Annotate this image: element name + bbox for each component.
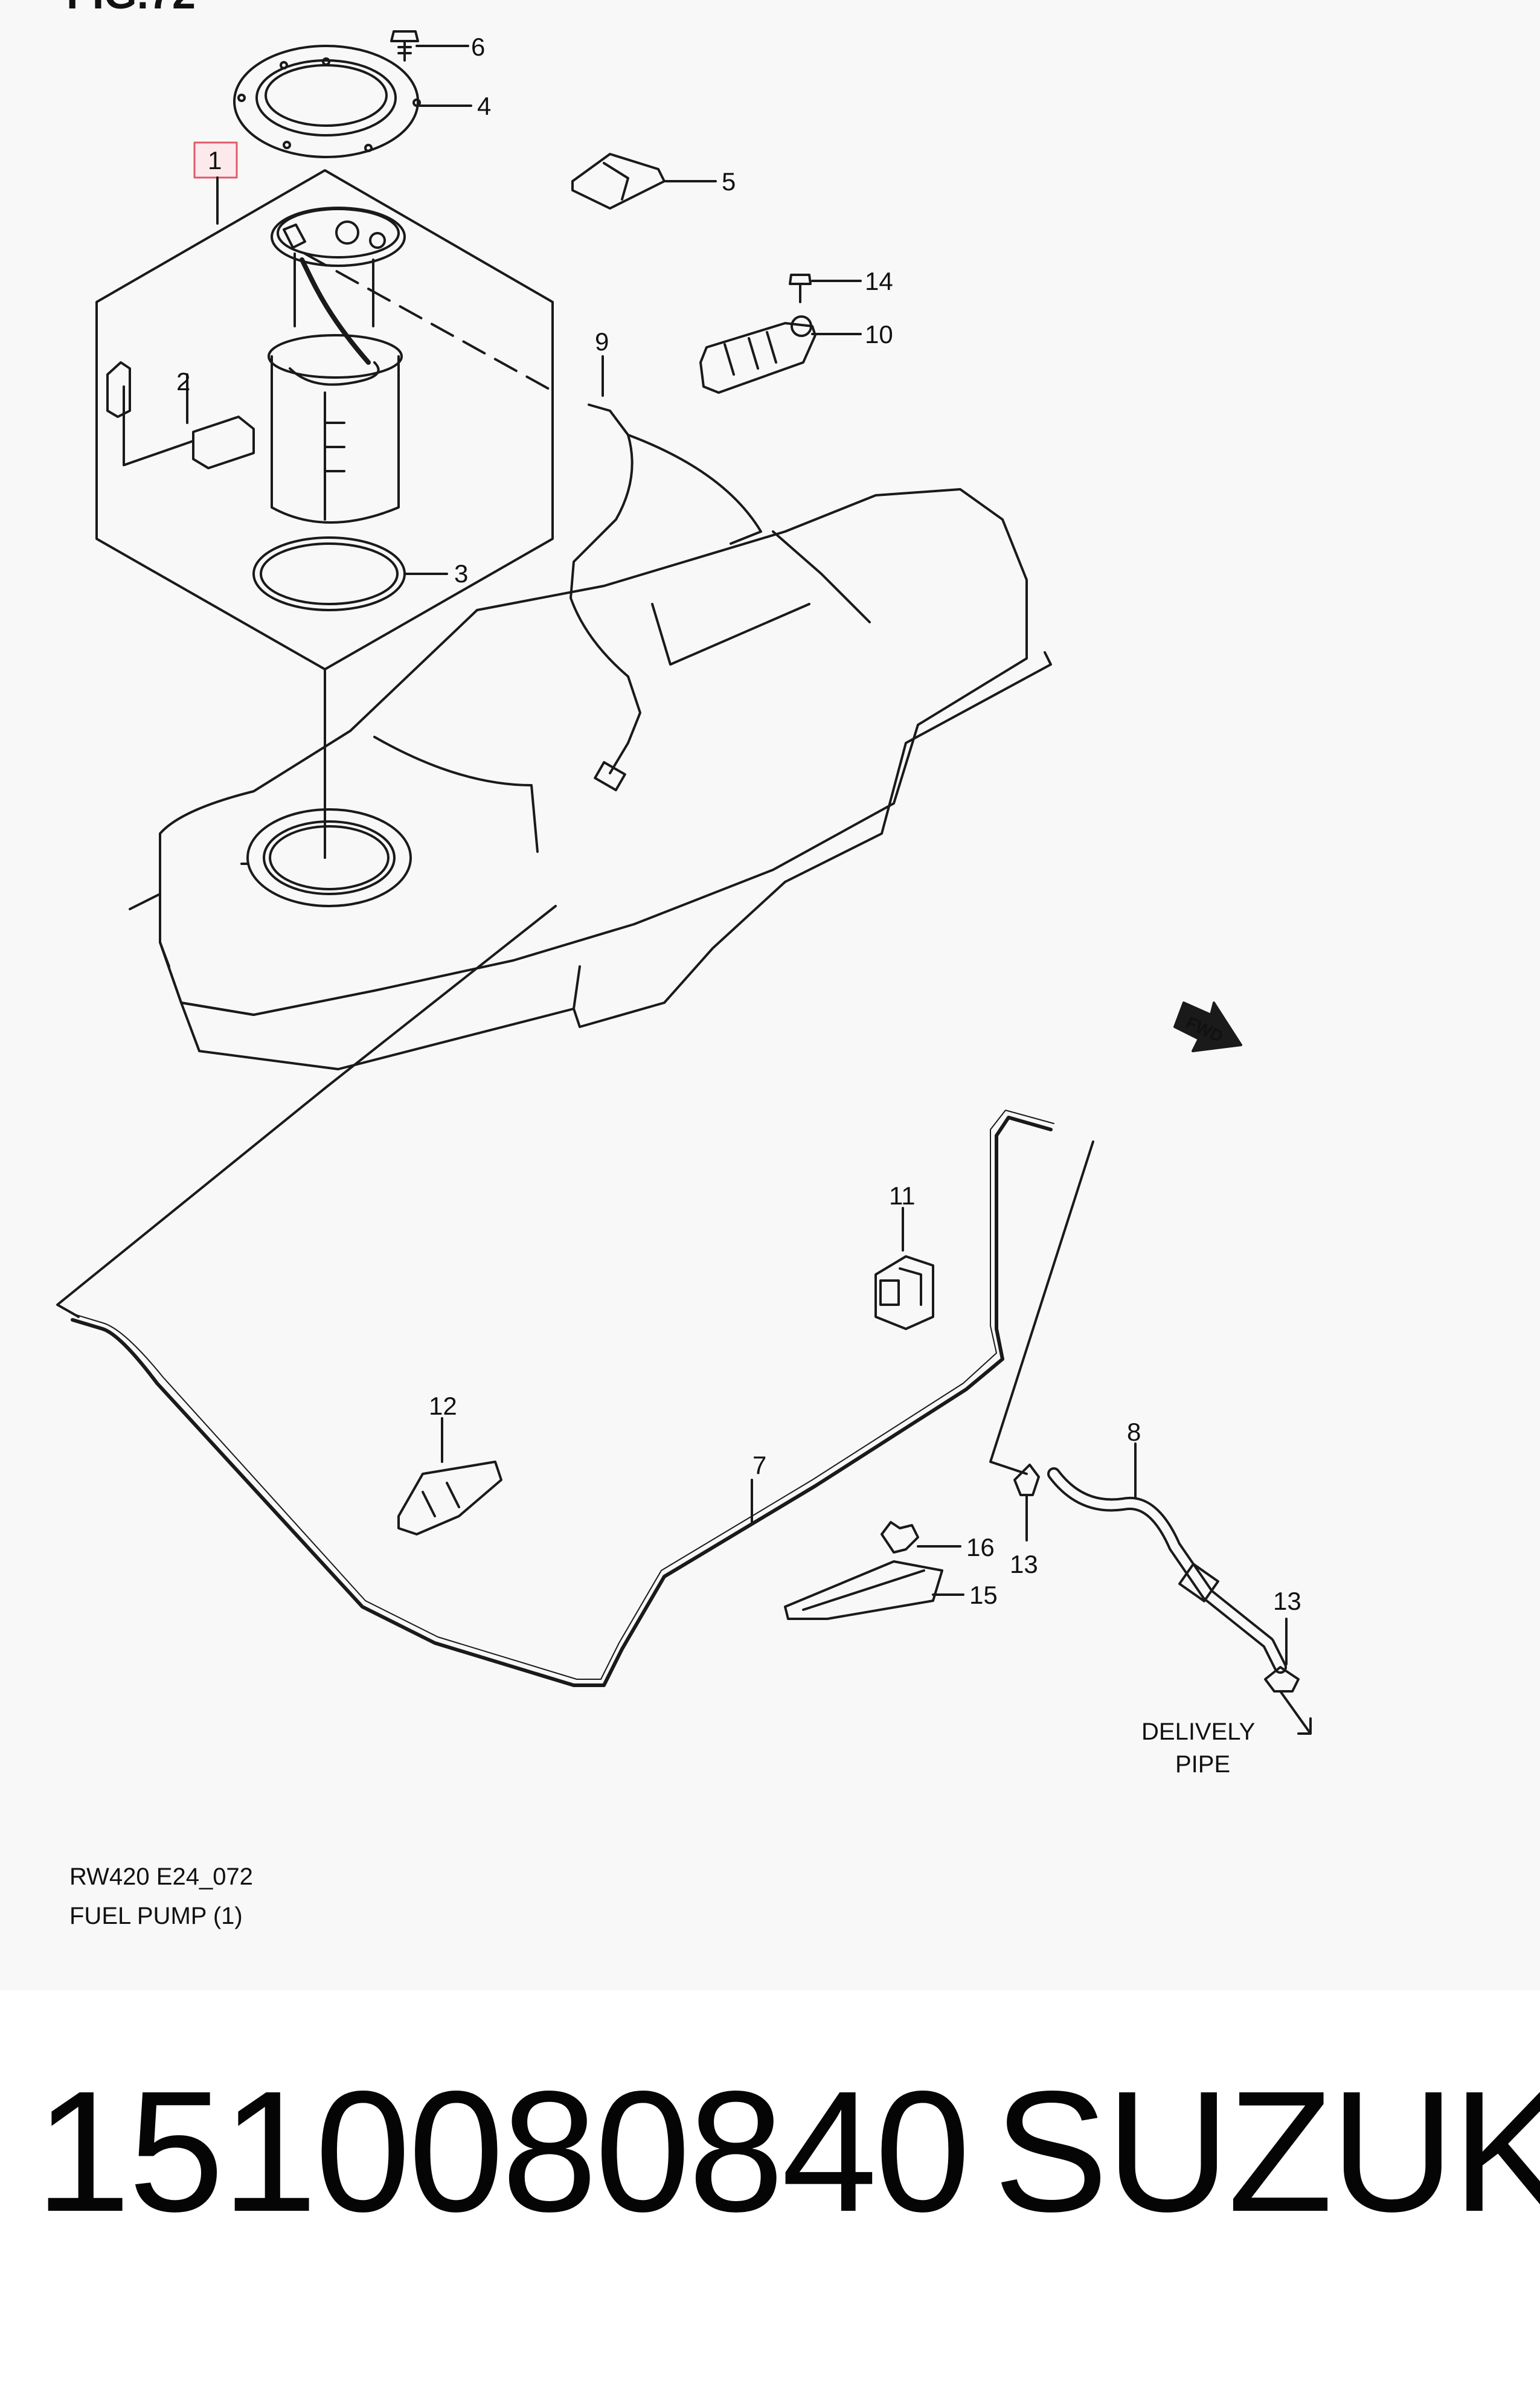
fuel-tank bbox=[129, 488, 1052, 1070]
parts-diagram: FIG.72 bbox=[56, 0, 1312, 1929]
delivery-note-line2: PIPE bbox=[1175, 1751, 1230, 1778]
callout-5: 5 bbox=[722, 167, 736, 196]
fuel-level-sensor-2 bbox=[106, 361, 255, 469]
fuel-hose-9 bbox=[569, 355, 762, 791]
hose-clamp-13a bbox=[1013, 1464, 1040, 1542]
brand-name: SUZUKI bbox=[993, 2056, 1540, 2248]
clip-12 bbox=[397, 1417, 502, 1535]
callout-6: 6 bbox=[471, 33, 485, 61]
clip-11 bbox=[874, 1207, 934, 1330]
protector-15 bbox=[784, 1560, 964, 1620]
callout-11: 11 bbox=[889, 1182, 916, 1210]
delivery-hose-8 bbox=[1047, 1442, 1287, 1674]
callout-labels: 1 2 3 4 5 6 7 8 9 10 11 12 13 13 14 15 1… bbox=[176, 33, 1301, 1615]
callout-13b: 13 bbox=[1273, 1587, 1301, 1615]
callout-9: 9 bbox=[595, 327, 609, 356]
callout-7: 7 bbox=[752, 1451, 766, 1479]
guide-line bbox=[56, 905, 557, 1318]
fuel-system-exploded-view: FIG.72 bbox=[56, 0, 1312, 1929]
callout-3: 3 bbox=[454, 559, 468, 588]
callout-1-highlight bbox=[193, 141, 238, 179]
callout-13a: 13 bbox=[1010, 1550, 1038, 1578]
bolt-14 bbox=[789, 274, 862, 303]
clamp-10 bbox=[699, 315, 862, 394]
callout-8: 8 bbox=[1127, 1418, 1141, 1446]
clip-16 bbox=[881, 1521, 961, 1554]
callout-14: 14 bbox=[865, 267, 893, 295]
figure-title: FIG.72 bbox=[66, 0, 196, 18]
fwd-arrow-badge: FWD bbox=[1173, 1001, 1242, 1052]
callout-12: 12 bbox=[429, 1392, 457, 1420]
part-info-banner bbox=[0, 1990, 1540, 2392]
hose-clamp-13b bbox=[1264, 1618, 1312, 1735]
fuel-pump-module bbox=[268, 207, 557, 524]
callout-2: 2 bbox=[176, 367, 190, 396]
part-number: 1510080840 bbox=[35, 2056, 971, 2248]
pump-assembly-box bbox=[95, 169, 554, 670]
callout-10: 10 bbox=[865, 320, 893, 349]
fuel-pipe-7 bbox=[71, 1110, 1094, 1687]
o-ring-3 bbox=[252, 536, 448, 611]
callout-1: 1 bbox=[208, 146, 222, 175]
diagram-name: FUEL PUMP (1) bbox=[69, 1903, 243, 1929]
diagram-code: RW420 E24_072 bbox=[69, 1863, 253, 1890]
lock-ring-4 bbox=[233, 45, 472, 158]
bolt-6 bbox=[390, 30, 469, 62]
delivery-note-line1: DELIVELY bbox=[1141, 1718, 1255, 1745]
callout-16: 16 bbox=[966, 1533, 995, 1561]
callout-4: 4 bbox=[477, 92, 491, 120]
bracket-5 bbox=[571, 153, 717, 210]
callout-15: 15 bbox=[969, 1581, 998, 1609]
